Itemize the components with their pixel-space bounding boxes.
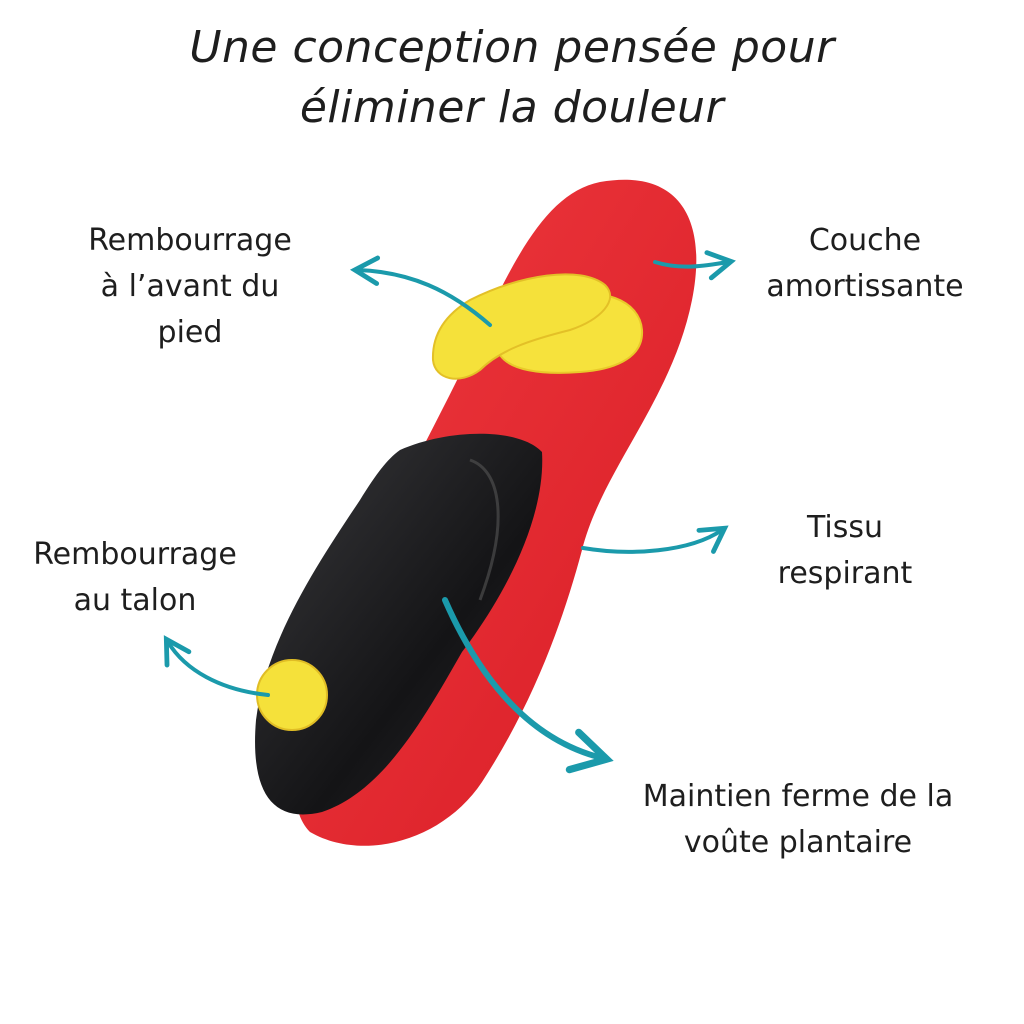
label-line: pied [157, 315, 223, 350]
label-line: Couche [808, 223, 922, 258]
title-line-1: Une conception pensée pour [189, 22, 835, 73]
title-line-2: éliminer la douleur [299, 82, 725, 133]
label-line: Tissu [806, 510, 883, 545]
label-breathable-fabric: Tissu respirant [740, 505, 950, 597]
label-arch-support: Maintien ferme de la voûte plantaire [608, 774, 988, 866]
label-cushion-layer: Couche amortissante [740, 218, 990, 310]
label-line: amortissante [766, 269, 964, 304]
arrow-forefoot [349, 255, 492, 327]
arrow-heel [163, 635, 270, 697]
label-forefoot-padding: Rembourrage à l’avant du pied [60, 218, 320, 356]
label-line: voûte plantaire [683, 825, 913, 860]
label-line: à l’avant du [100, 269, 280, 304]
label-line: au talon [73, 583, 197, 618]
label-line: respirant [777, 556, 913, 591]
label-line: Rembourrage [33, 537, 237, 572]
forefoot-pad-front [431, 273, 611, 380]
label-heel-padding: Rembourrage au talon [5, 532, 265, 624]
label-line: Maintien ferme de la [642, 779, 954, 814]
arrow-arch [442, 597, 614, 774]
label-line: Rembourrage [88, 223, 292, 258]
arrow-cushion [653, 250, 736, 281]
arch-heel-cup [255, 433, 543, 815]
arrow-fabric [581, 525, 729, 554]
